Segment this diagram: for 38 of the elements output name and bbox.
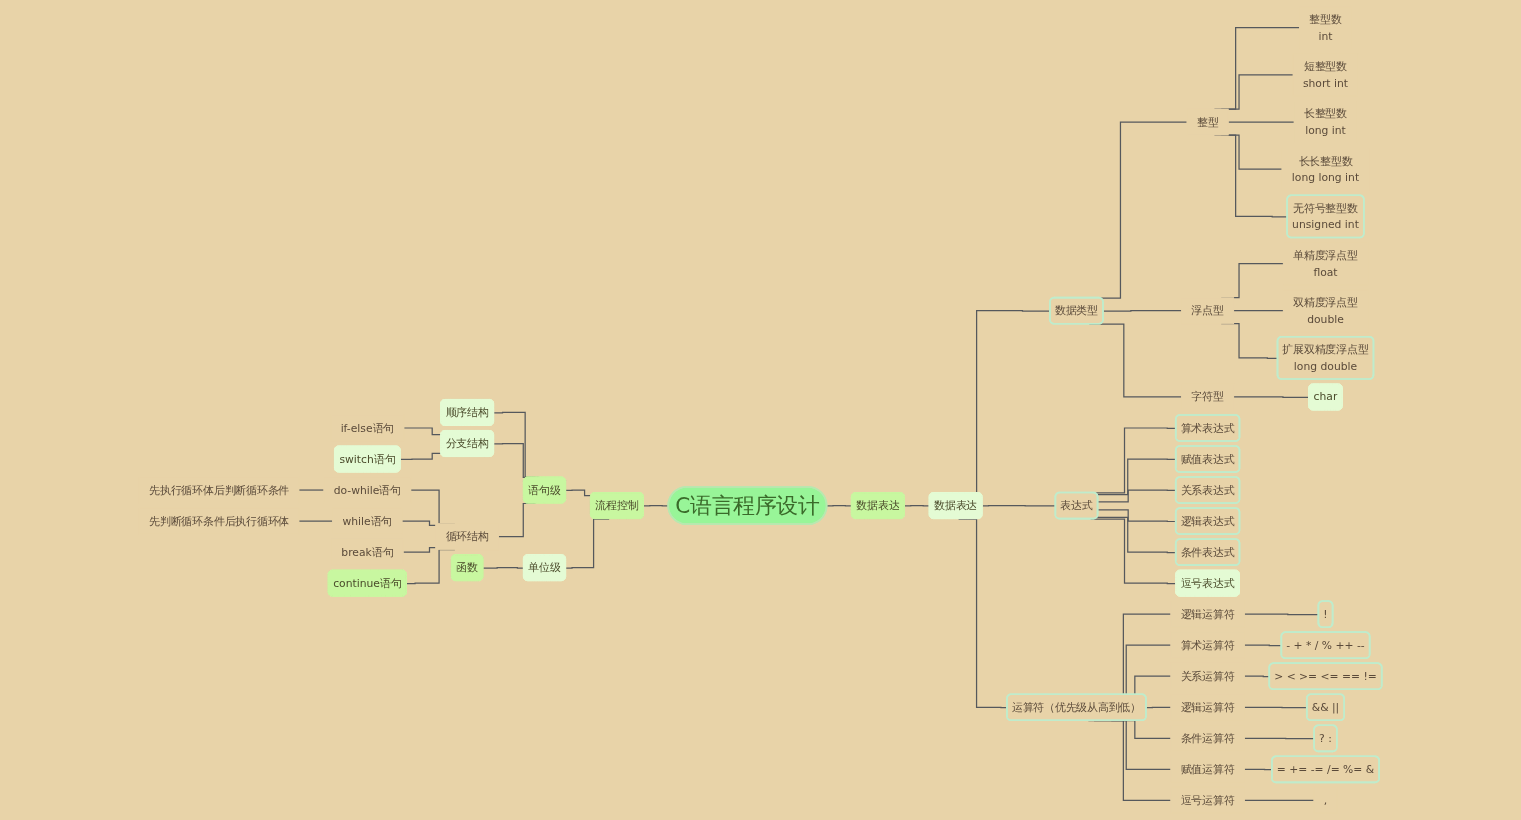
node-text: 赋值运算符 [1180, 762, 1235, 776]
connector [400, 452, 442, 461]
connector [1243, 613, 1320, 616]
node-text: 单精度浮点型 float [1293, 249, 1358, 278]
node-text: 逻辑运算符 [1180, 607, 1235, 621]
node-text: 先执行循环体后判断循环条件 [149, 483, 290, 497]
connector [826, 504, 853, 507]
node-text: 先判断循环条件后执行循环体 [149, 514, 290, 528]
connector [298, 520, 334, 522]
connector [1233, 310, 1284, 312]
connector [1227, 121, 1295, 123]
connector [401, 520, 437, 527]
node-text: 长长整型数 long long int [1291, 154, 1360, 184]
connector [403, 427, 442, 436]
connector [482, 567, 525, 569]
connector [298, 489, 325, 491]
node-text: 条件运算符 [1180, 731, 1235, 745]
node-text: 逻辑运算符 [1180, 700, 1235, 714]
node-text: 整型数 int [1309, 13, 1342, 42]
connector [1233, 396, 1310, 398]
connector [1243, 799, 1315, 801]
node-text: 长整型数 long int [1303, 107, 1347, 137]
node-text: while语句 [342, 514, 393, 528]
connector [1102, 310, 1183, 312]
node-text: 逗号运算符 [1180, 793, 1235, 807]
node-text: break语句 [341, 545, 394, 559]
connector [904, 504, 931, 507]
node-text: 短整型数 short int [1302, 60, 1349, 89]
node-text: 字符型 [1191, 390, 1224, 403]
node-text: 算术运算符 [1180, 638, 1235, 652]
connector [402, 547, 437, 553]
node-text: 关系运算符 [1180, 669, 1235, 683]
node-text: if-else语句 [340, 421, 395, 434]
node-text: 双精度浮点型 double [1293, 296, 1358, 325]
connector [1145, 706, 1172, 709]
connector [565, 489, 592, 497]
node-text: , [1323, 793, 1328, 807]
node-text: do-while语句 [333, 483, 401, 497]
